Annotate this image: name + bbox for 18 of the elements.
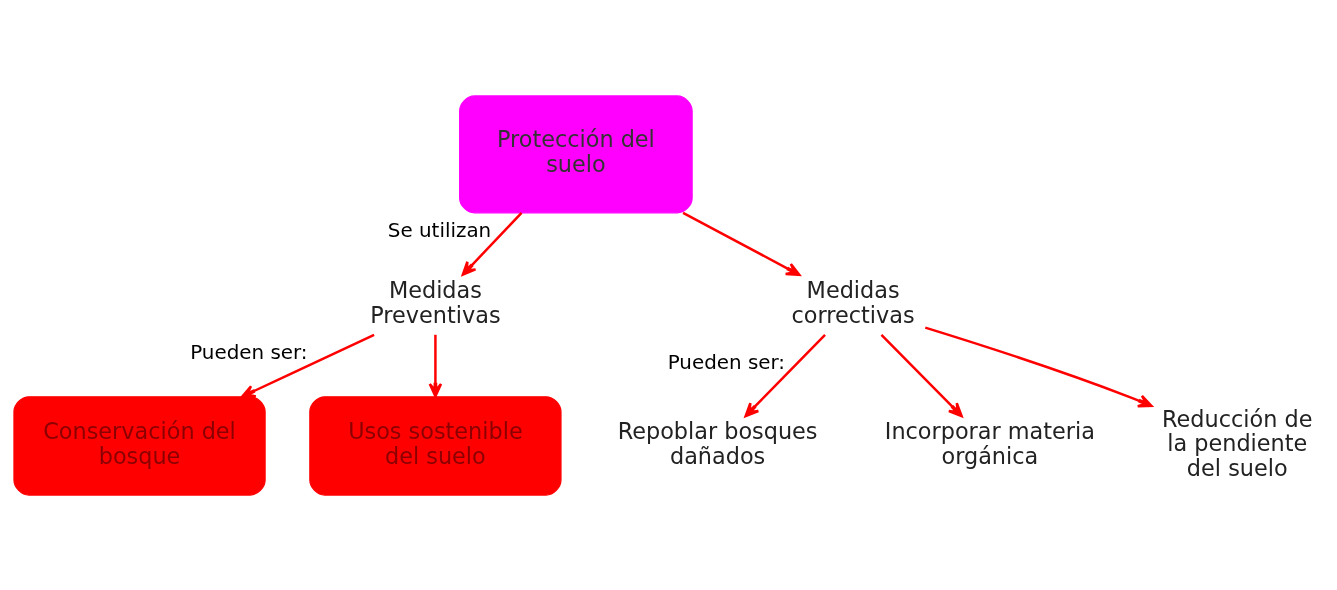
node-text: Repoblar bosques dañados [617,417,818,469]
edge-label: Pueden ser: [667,350,786,374]
arrow [461,211,523,276]
node-text: Reducción de la pendiente del suelo [1162,405,1313,481]
node-box: Conservación del bosque [13,395,266,496]
edge-label: Pueden ser: [190,340,308,364]
node-text: Medidas Preventivas [370,276,501,328]
arrow [240,333,375,398]
arrow [744,333,826,417]
node-text: Incorporar materia orgánica [884,417,1095,469]
arrow [880,333,963,417]
arrow [428,334,443,398]
node-box: Usos sostenible del suelo [309,395,562,496]
node-box: Protección del suelo [459,94,693,213]
node-text: Medidas correctivas [791,276,915,328]
arrow [682,211,801,276]
arrow [924,325,1153,407]
edge-label: Se utilizan [387,218,492,242]
